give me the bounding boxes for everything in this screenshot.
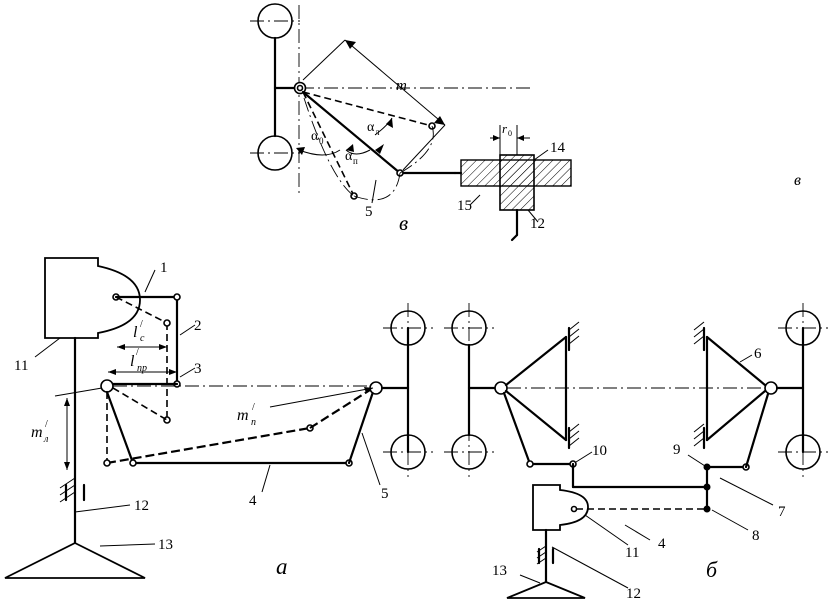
label-m: m xyxy=(396,78,407,94)
label-5-a: 5 xyxy=(381,486,389,502)
svg-text:пр: пр xyxy=(137,363,147,374)
wheel-a-bottom xyxy=(383,427,433,477)
label-5-v: 5 xyxy=(365,204,373,220)
label-3: 3 xyxy=(194,361,202,377)
kingpin-hinge-b-left xyxy=(494,381,508,395)
svg-text:л: л xyxy=(375,127,380,137)
steering-wheel-13-b xyxy=(506,581,586,599)
label-6: 6 xyxy=(754,346,762,362)
label-l-c: l / с xyxy=(133,319,145,344)
svg-text:l: l xyxy=(130,353,135,370)
label-12-a: 12 xyxy=(134,498,149,514)
svg-text:л: л xyxy=(43,434,49,445)
svg-text:/: / xyxy=(140,319,143,330)
steering-gear-box-11 xyxy=(44,257,141,339)
label-alpha0: α 0 xyxy=(311,129,324,146)
svg-text:с: с xyxy=(140,333,145,344)
diagram-v xyxy=(250,3,572,242)
label-2: 2 xyxy=(194,318,202,334)
svg-text:п: п xyxy=(353,156,358,166)
label-4-a: 4 xyxy=(249,493,257,509)
svg-text:п: п xyxy=(251,417,256,428)
label-alpha-l: α л xyxy=(367,120,380,137)
svg-text:α: α xyxy=(311,129,319,144)
shaft-15 xyxy=(499,154,535,211)
svg-text:α: α xyxy=(367,120,375,135)
svg-text:m: m xyxy=(237,407,249,424)
svg-text:/: / xyxy=(136,347,139,358)
label-15: 15 xyxy=(457,198,472,214)
steering-arm-5-v xyxy=(301,90,402,175)
label-13-b: 13 xyxy=(492,563,507,579)
wheel-b-right-bottom xyxy=(778,427,828,477)
label-alpha-p: α п xyxy=(345,149,358,166)
label-10: 10 xyxy=(592,443,607,459)
steering-gear-box-11-b xyxy=(532,484,589,531)
svg-text:α: α xyxy=(345,149,353,164)
label-9: 9 xyxy=(673,442,681,458)
svg-text:r: r xyxy=(502,121,508,136)
panel-label-a: а xyxy=(276,554,288,579)
panel-label-v: в xyxy=(399,211,408,235)
label-12-v: 12 xyxy=(530,216,545,232)
label-11-b: 11 xyxy=(625,545,639,561)
svg-text:m: m xyxy=(31,424,43,441)
label-4-b: 4 xyxy=(658,536,666,552)
kingpin-hinge-b-right xyxy=(764,381,778,395)
svg-text:/: / xyxy=(45,419,48,430)
panel-label-v-right: в xyxy=(794,172,801,189)
label-14: 14 xyxy=(550,140,566,156)
label-8: 8 xyxy=(752,528,760,544)
svg-text:/: / xyxy=(252,402,255,413)
wheel-a-top xyxy=(383,303,433,353)
diagram-b xyxy=(444,303,828,599)
wheel-v-top xyxy=(250,3,300,39)
label-m-l: m / л xyxy=(31,419,49,445)
label-13-a: 13 xyxy=(158,537,173,553)
label-12-b: 12 xyxy=(626,586,641,602)
panel-label-b: б xyxy=(706,557,718,582)
bellcrank-hinge-3 xyxy=(100,379,114,393)
label-11-a: 11 xyxy=(14,358,28,374)
label-r0: r 0 xyxy=(502,121,512,138)
diagram-a xyxy=(4,257,433,579)
steering-wheel-13 xyxy=(4,541,146,579)
label-m-p: m / п xyxy=(237,402,256,428)
svg-text:0: 0 xyxy=(319,136,324,146)
wheel-b-right-top xyxy=(778,303,828,353)
label-7: 7 xyxy=(778,504,786,520)
label-1: 1 xyxy=(160,260,168,276)
svg-text:l: l xyxy=(133,324,138,341)
wheel-v-bottom xyxy=(250,135,300,171)
svg-text:0: 0 xyxy=(508,129,512,138)
label-l-pr: l / пр xyxy=(130,347,147,374)
